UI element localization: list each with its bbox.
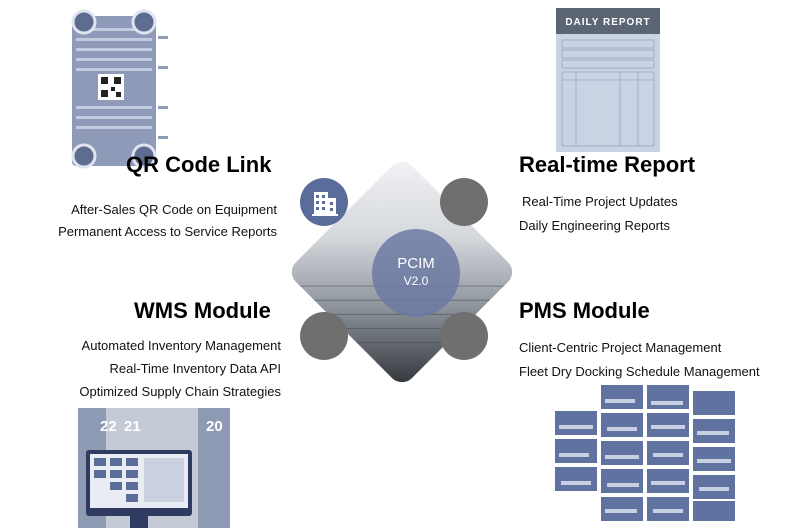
qr-line-2: Permanent Access to Service Reports — [58, 224, 277, 239]
aisle-label-20: 20 — [206, 418, 223, 435]
qr-line-1: After-Sales QR Code on Equipment — [71, 202, 277, 217]
qr-title: QR Code Link — [126, 152, 272, 177]
wms-title: WMS Module — [134, 298, 271, 323]
pcim-version: V2.0 — [403, 274, 429, 288]
wms-line-2: Real-Time Inventory Data API — [109, 361, 281, 376]
daily-report-title: DAILY REPORT — [556, 8, 660, 34]
pcim-name: PCIM — [397, 255, 435, 272]
building-icon — [312, 192, 338, 216]
pms-title: PMS Module — [519, 298, 650, 323]
report-node — [440, 178, 488, 226]
report-title: Real-time Report — [519, 152, 696, 177]
aisle-label-22: 22 — [100, 418, 117, 435]
heat-exchanger-illustration — [64, 6, 168, 178]
report-line-1: Real-Time Project Updates — [522, 194, 678, 209]
aisle-label-21: 21 — [124, 418, 141, 435]
report-line-2: Daily Engineering Reports — [519, 218, 671, 233]
warehouse-illustration: 22 21 20 — [78, 408, 230, 528]
wms-line-1: Automated Inventory Management — [81, 338, 281, 353]
wms-node — [300, 312, 348, 360]
qr-node — [300, 178, 348, 226]
ship-photo-collage — [555, 383, 741, 523]
daily-report-illustration: DAILY REPORT — [556, 8, 660, 152]
pcim-center-circle: PCIM V2.0 — [372, 229, 460, 317]
pms-line-2: Fleet Dry Docking Schedule Management — [519, 364, 760, 379]
pms-line-1: Client-Centric Project Management — [519, 340, 722, 355]
pms-node — [440, 312, 488, 360]
wms-line-3: Optimized Supply Chain Strategies — [79, 384, 281, 399]
